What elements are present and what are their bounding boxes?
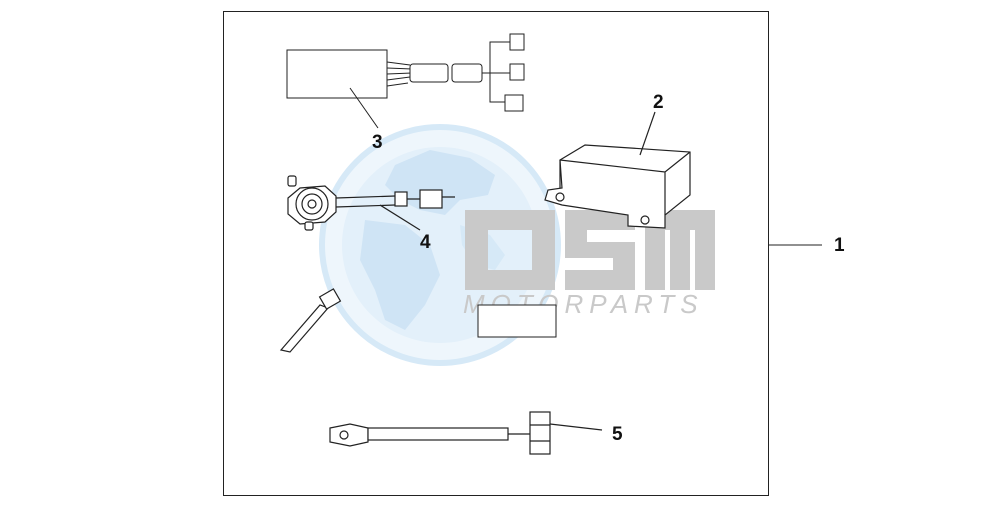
callout-4: 4 — [420, 232, 431, 253]
bracket — [544, 111, 691, 229]
cable-tie — [279, 288, 342, 353]
watermark-logo — [465, 210, 715, 290]
callout-5: 5 — [612, 424, 623, 445]
callout-3: 3 — [372, 132, 383, 153]
diagram-frame — [223, 11, 769, 496]
siren — [287, 175, 455, 231]
callout-1: 1 — [834, 235, 845, 256]
label-sticker — [477, 304, 557, 338]
sensor-cable — [329, 411, 603, 455]
watermark-globe — [319, 124, 561, 366]
callout-2: 2 — [653, 92, 664, 113]
control-unit — [286, 33, 525, 129]
